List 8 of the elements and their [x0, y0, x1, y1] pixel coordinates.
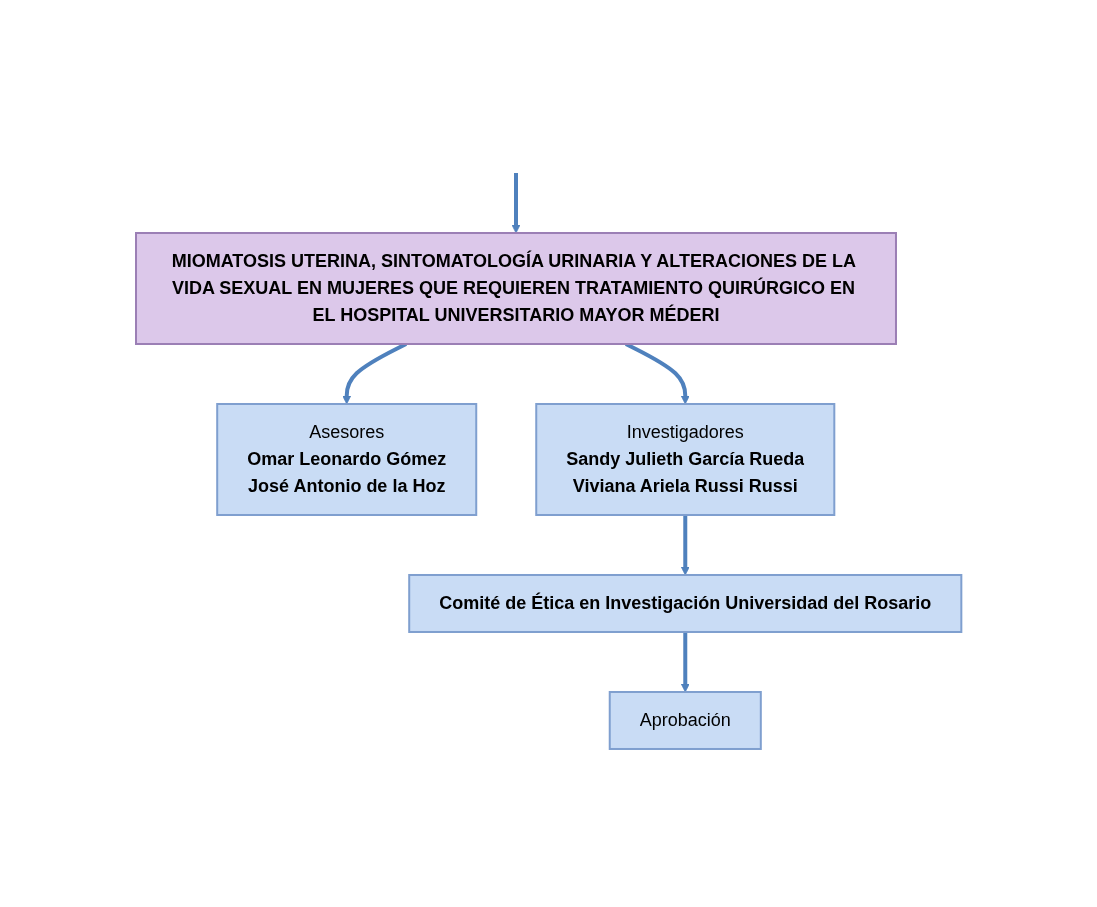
node-box: Comité de Ética en Investigación Universidad del Rosario — [408, 573, 963, 633]
node-box: Aprobación — [608, 690, 762, 750]
node-box: Asesores Omar Leonardo Gómez José Antonio de la Hoz — [216, 402, 478, 516]
arrow — [511, 172, 521, 233]
node-box: MIOMATOSIS UTERINA, SINTOMATOLOGÍA URINARIA Y ALTERACIONES DE LA VIDA SEXUAL EN MUJERES QUE REQUIEREN TRATAMIENTO QUIRÚRGICO EN EL HOSPITAL UNIVERSITARIO MAYOR MÉDERI — [134, 231, 897, 345]
arrow — [680, 631, 690, 692]
arrow — [680, 514, 690, 575]
node-box: Investigadores Sandy Julieth García Rueda Viviana Ariela Russi Russi — [535, 402, 836, 516]
